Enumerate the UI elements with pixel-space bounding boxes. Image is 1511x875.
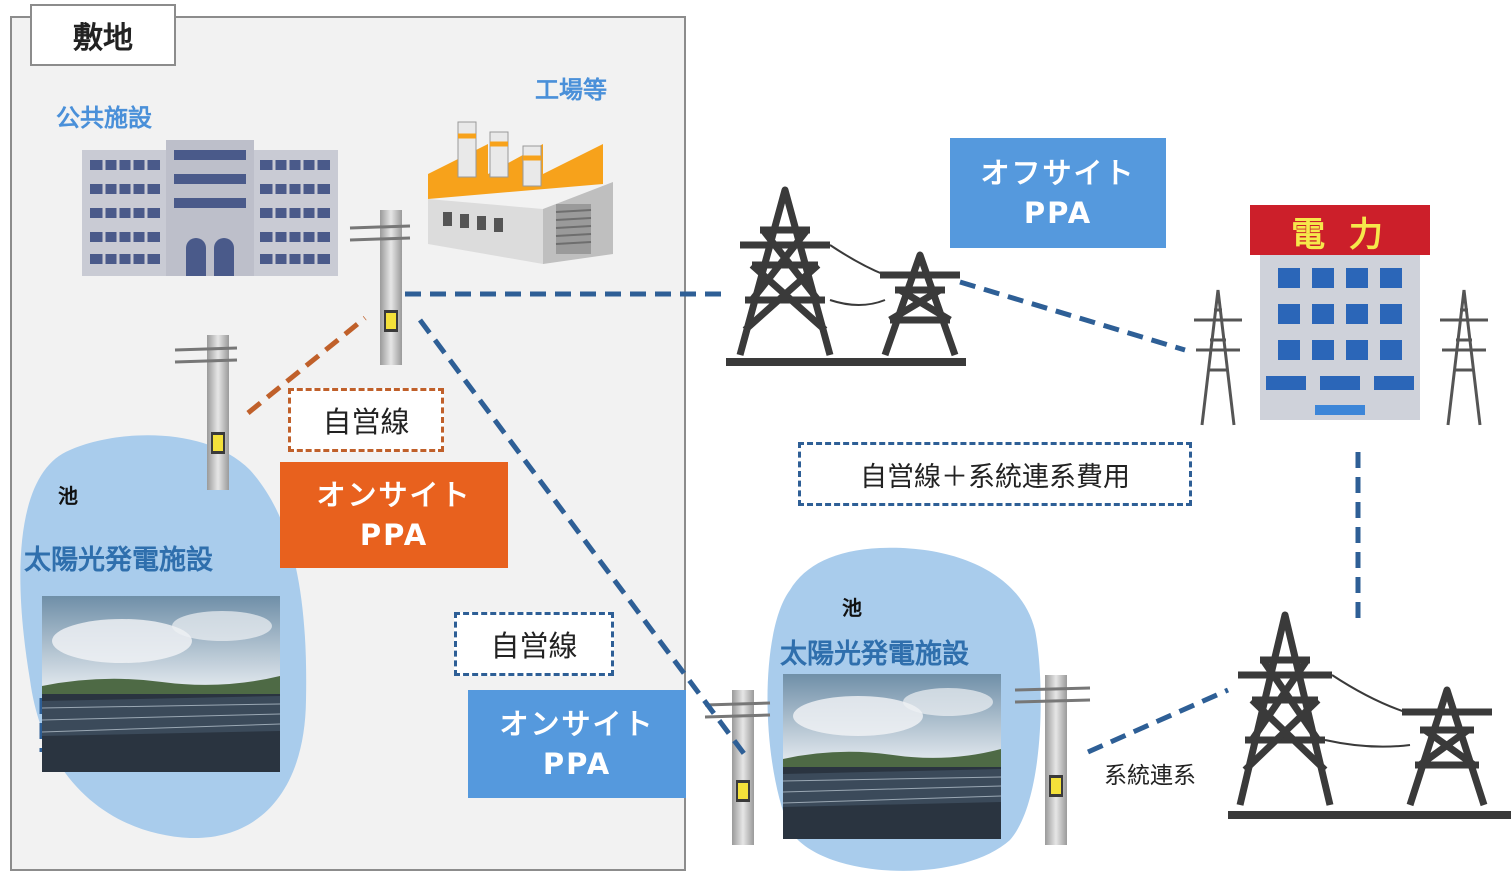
- transmission-tower-icon: [1236, 611, 1334, 806]
- transmission-tower-icon: [1402, 686, 1492, 807]
- power-company-icon: [1194, 205, 1488, 426]
- onsite-ppa-orange-box: オンサイト PPA: [280, 462, 508, 568]
- transmission-tower-icon: [736, 186, 834, 356]
- right-pond-label: 池: [842, 596, 862, 620]
- onsite-ppa-blue-line1: オンサイト: [499, 707, 655, 741]
- public-facility-icon: [82, 140, 338, 276]
- site-label: 敷地: [30, 4, 176, 66]
- onsite-ppa-orange-line2: PPA: [359, 518, 429, 552]
- cost-label: 自営線＋系統連系費用: [798, 442, 1192, 506]
- utility-pole-icon: [704, 690, 771, 845]
- utility-pole-icon: [1014, 675, 1091, 845]
- grid-connection-label: 系統連系: [1104, 763, 1196, 789]
- onsite-ppa-orange-line1: オンサイト: [316, 478, 472, 512]
- onsite-ppa-blue-line2: PPA: [542, 747, 612, 781]
- offsite-ppa-box: オフサイト PPA: [950, 138, 1166, 248]
- utility-pole-icon: [174, 335, 238, 490]
- right-solar-facility-label: 太陽光発電施設: [780, 639, 969, 670]
- solar-pond-photo: [42, 596, 280, 772]
- onsite-ppa-blue-box: オンサイト PPA: [468, 690, 686, 798]
- factory-icon: [428, 121, 613, 264]
- solar-pond-photo: [783, 674, 1001, 839]
- public-facility-label: 公共施設: [56, 104, 152, 132]
- grid-connection-line: [1086, 687, 1230, 755]
- offsite-line: [959, 279, 1186, 353]
- offsite-ppa-line2: PPA: [1023, 196, 1093, 230]
- own-line-label-blue: 自営線: [454, 612, 614, 676]
- transmission-tower-icon: [880, 251, 960, 357]
- onsite-orange-line: [246, 316, 367, 415]
- own-line-label-orange: 自営線: [288, 388, 444, 452]
- factory-label: 工場等: [535, 76, 607, 104]
- onsite-blue-line: [417, 318, 748, 757]
- offsite-ppa-line1: オフサイト: [980, 156, 1136, 190]
- left-solar-facility-label: 太陽光発電施設: [24, 545, 213, 576]
- left-pond-label: 池: [58, 484, 78, 508]
- utility-pole-icon: [349, 210, 411, 365]
- power-company-sign: 電 力: [1291, 214, 1389, 255]
